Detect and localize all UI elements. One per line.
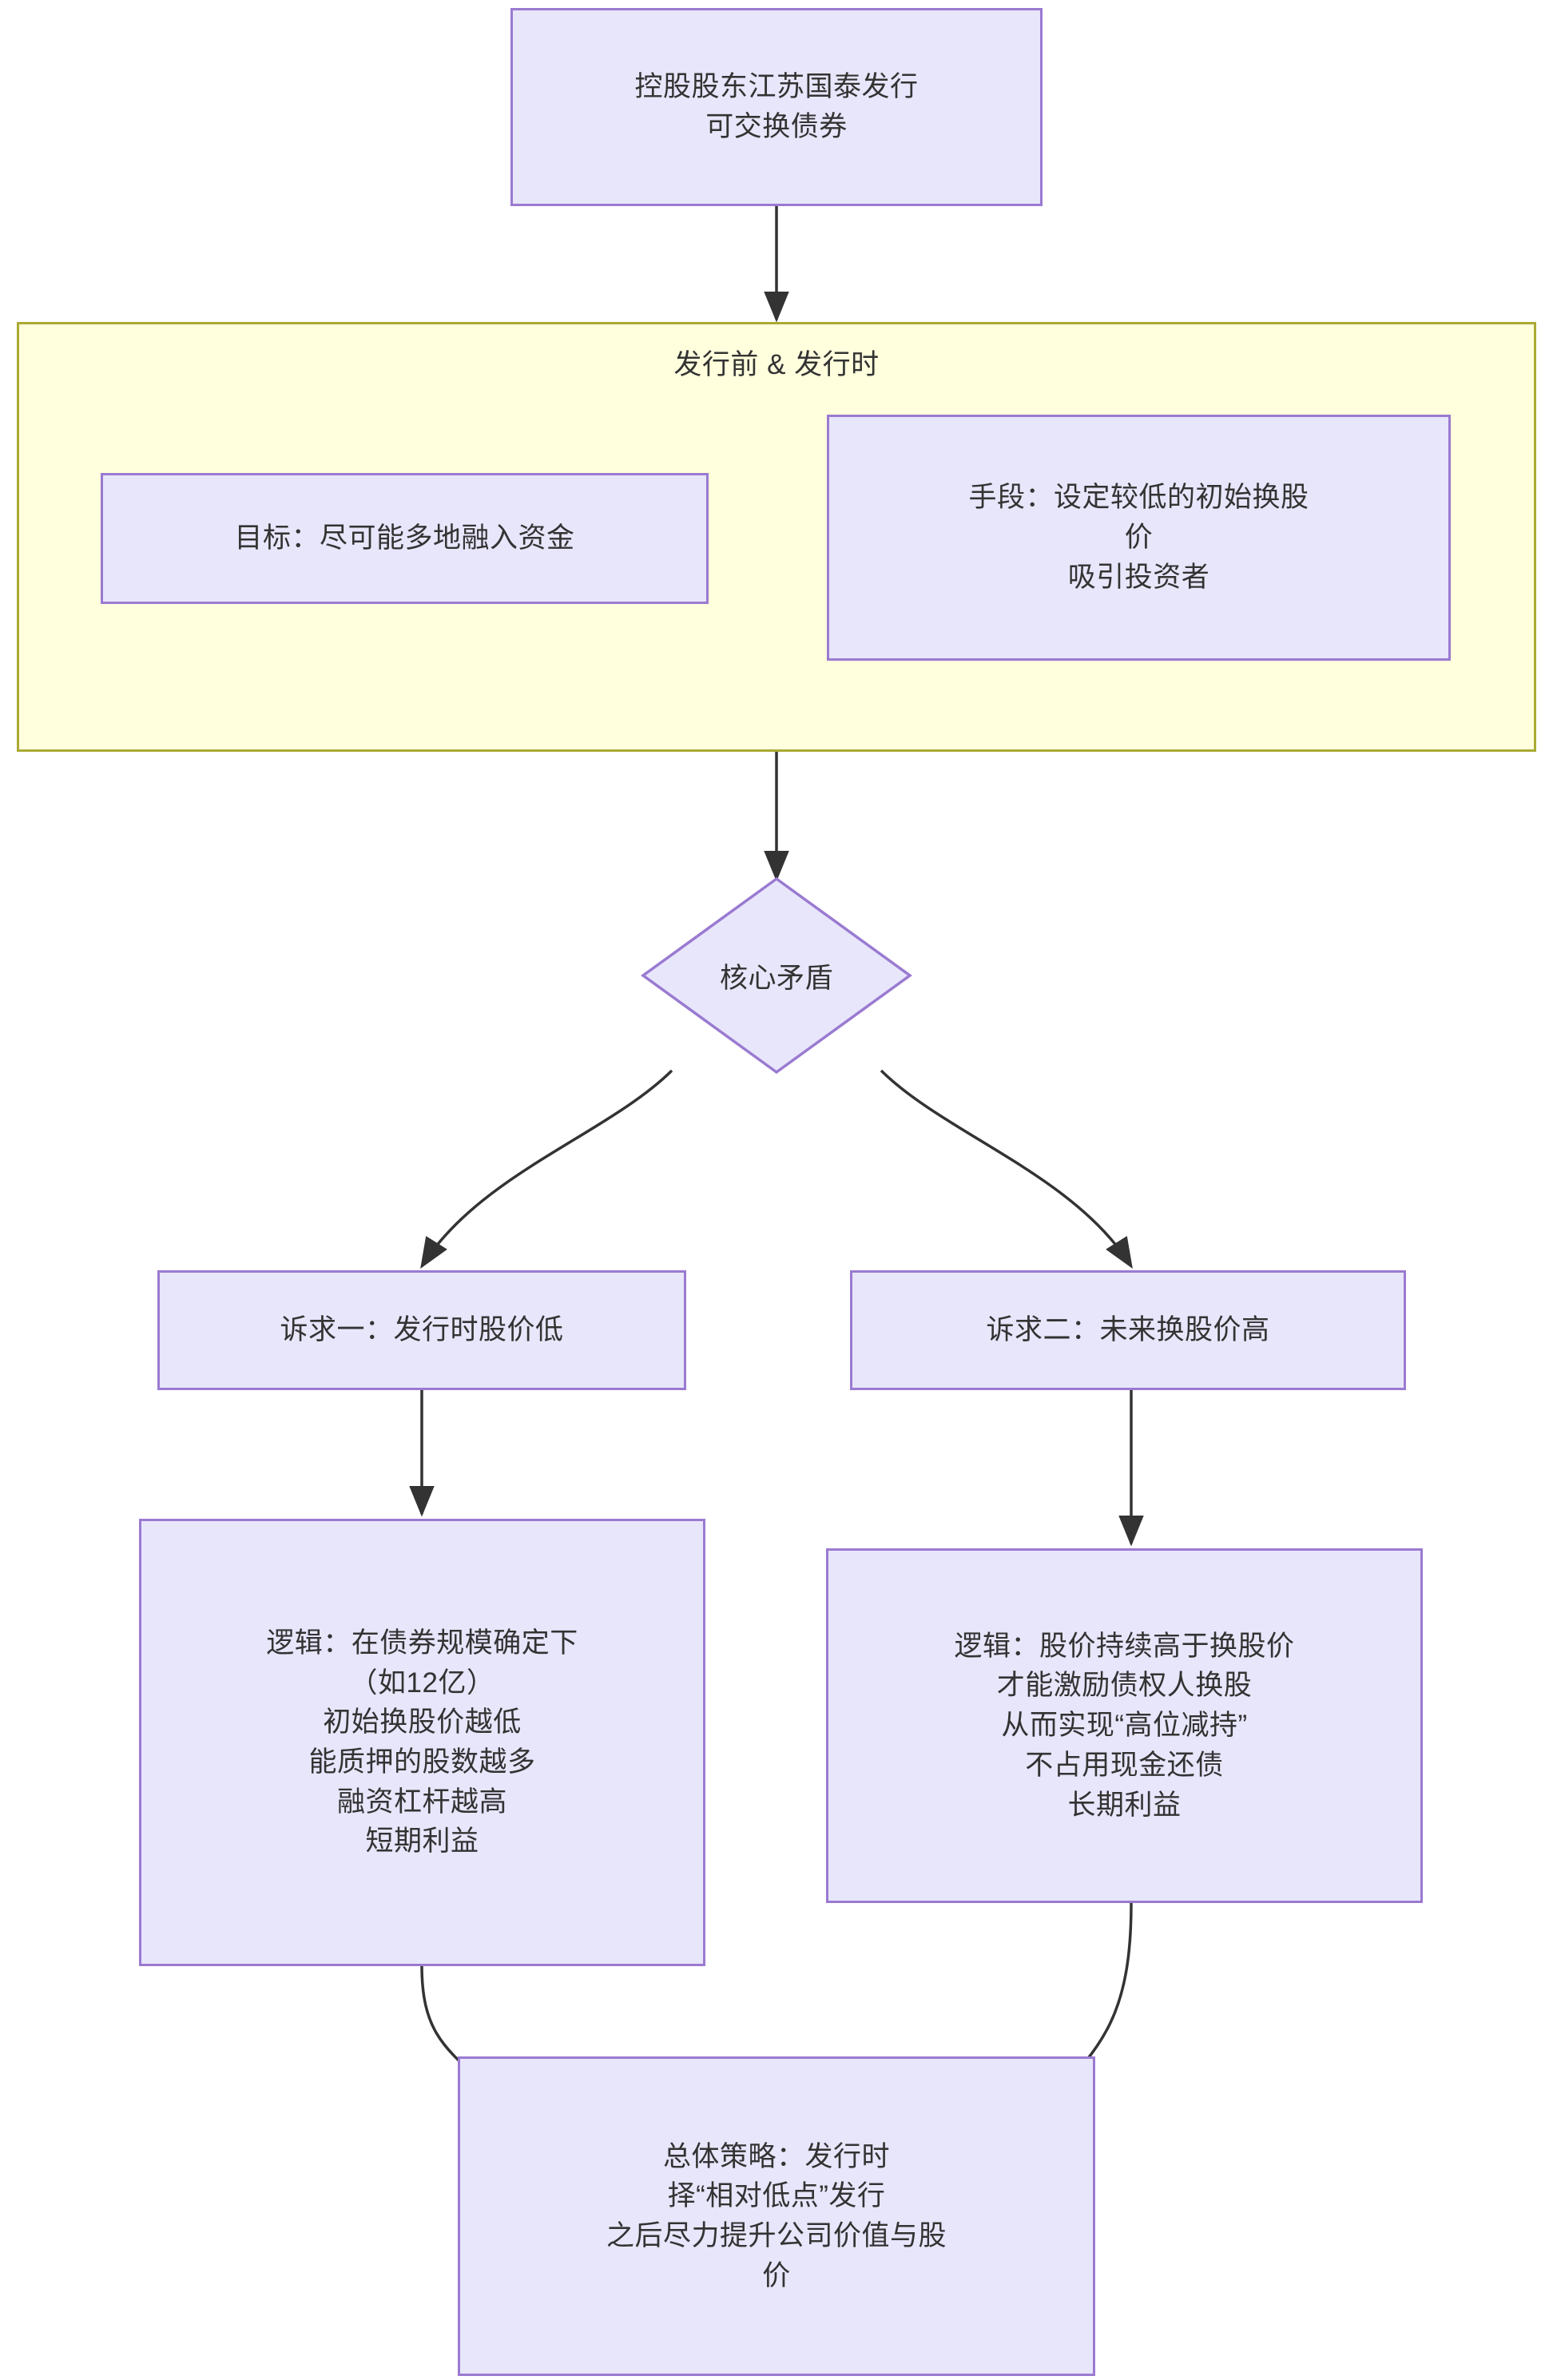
node-issuer[interactable]: 控股股东江苏国泰发行 可交换债券	[510, 8, 1043, 206]
node-goal-label: 目标：尽可能多地融入资金	[234, 522, 575, 554]
edge-core-conflict-to-claim-two	[880, 1069, 1133, 1269]
node-logic-right-label: 逻辑：股价持续高于换股价 才能激励债权人换股 从而实现“高位减持” 不占用现金还…	[954, 1630, 1295, 1821]
node-means[interactable]: 手段：设定较低的初始换股 价 吸引投资者	[827, 415, 1451, 661]
node-core-conflict[interactable]: 核心矛盾	[641, 876, 912, 1075]
node-claim-two-label: 诉求二：未来换股价高	[986, 1314, 1270, 1346]
node-issuer-label: 控股股东江苏国泰发行 可交换债券	[634, 71, 919, 142]
node-logic-right[interactable]: 逻辑：股价持续高于换股价 才能激励债权人换股 从而实现“高位减持” 不占用现金还…	[826, 1548, 1423, 1903]
node-core-conflict-label: 核心矛盾	[719, 962, 833, 994]
node-means-label: 手段：设定较低的初始换股 价 吸引投资者	[968, 482, 1309, 593]
node-goal[interactable]: 目标：尽可能多地融入资金	[101, 473, 709, 604]
node-overall-strategy-label: 总体策略：发行时 择“相对低点”发行 之后尽力提升公司价值与股 价	[606, 2140, 947, 2291]
node-overall-strategy[interactable]: 总体策略：发行时 择“相对低点”发行 之后尽力提升公司价值与股 价	[458, 2056, 1095, 2376]
node-claim-one-label: 诉求一：发行时股价低	[280, 1314, 564, 1346]
node-logic-left[interactable]: 逻辑：在债券规模确定下 （如12亿） 初始换股价越低 能质押的股数越多 融资杠杆…	[139, 1519, 705, 1966]
node-claim-two[interactable]: 诉求二：未来换股价高	[850, 1270, 1406, 1390]
subgraph-issuance-phase-title: 发行前 & 发行时	[673, 349, 880, 380]
node-claim-one[interactable]: 诉求一：发行时股价低	[157, 1270, 686, 1390]
node-logic-left-label: 逻辑：在债券规模确定下 （如12亿） 初始换股价越低 能质押的股数越多 融资杠杆…	[266, 1627, 578, 1858]
diamond-shape	[641, 876, 912, 1075]
edge-core-conflict-to-claim-one	[420, 1069, 673, 1269]
